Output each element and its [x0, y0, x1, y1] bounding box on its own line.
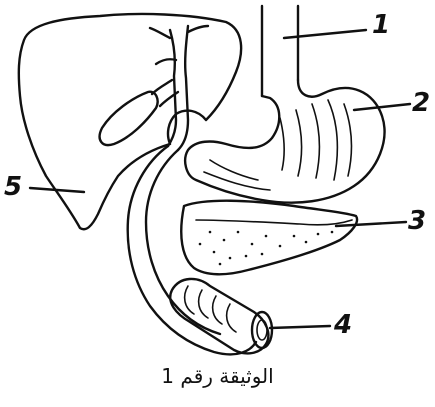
figure-caption: الوثيقة رقم 1	[0, 364, 435, 388]
oesophagus	[262, 6, 298, 96]
pancreatic-duct	[196, 220, 352, 225]
stomach-outline	[185, 80, 384, 203]
label-4: 4	[334, 310, 352, 340]
hepatic-branches	[150, 26, 208, 64]
label-2: 2	[412, 88, 430, 118]
pancreas	[181, 201, 357, 275]
label-1: 1	[372, 10, 390, 40]
stomach-folds	[280, 100, 351, 180]
stomach-inner	[204, 160, 270, 190]
bile-duct	[168, 26, 188, 150]
liver-outline	[19, 14, 241, 229]
leader-line-2	[354, 104, 410, 110]
leader-line-1	[284, 30, 366, 38]
label-3: 3	[408, 206, 426, 236]
pancreas-texture	[199, 231, 334, 266]
label-5: 5	[4, 172, 22, 202]
leader-line-3	[336, 222, 406, 226]
intestine-rings	[185, 286, 236, 332]
gallbladder	[100, 92, 158, 145]
intestine-lumen	[257, 320, 267, 340]
leader-line-4	[270, 326, 330, 328]
